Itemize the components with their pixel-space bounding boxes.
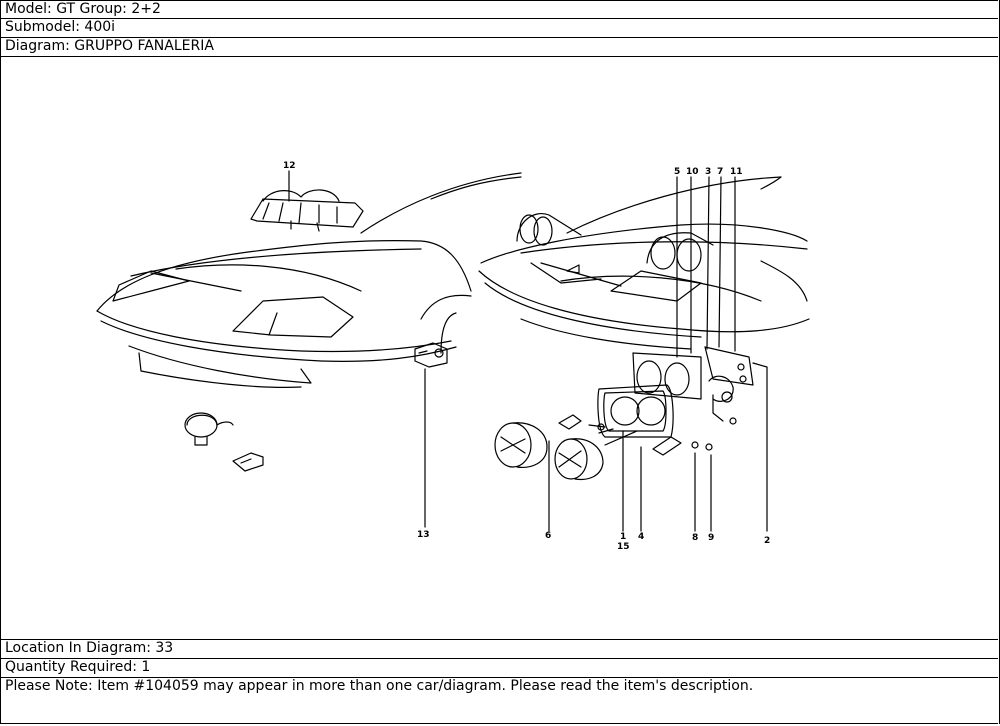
- callout-10: 10: [686, 167, 699, 177]
- callout-5: 5: [674, 167, 680, 177]
- parts-diagram: 12 13 5 10 3 7 11 6 1 15 4 8 9 2: [1, 56, 998, 639]
- callout-2: 2: [764, 536, 770, 546]
- callout-13: 13: [417, 530, 430, 540]
- model-line: Model: GT Group: 2+2: [1, 0, 998, 18]
- right-car-illustration: [478, 176, 810, 532]
- submodel-line: Submodel: 400i: [1, 18, 998, 37]
- location-line: Location In Diagram: 33: [1, 639, 998, 658]
- diagram-title: Diagram: GRUPPO FANALERIA: [1, 37, 998, 56]
- callout-8: 8: [692, 533, 698, 543]
- callout-15: 15: [617, 542, 630, 552]
- callout-3: 3: [705, 167, 711, 177]
- callout-12: 12: [283, 161, 296, 171]
- callout-4: 4: [638, 532, 644, 542]
- left-car-illustration: [96, 170, 522, 528]
- callout-1: 1: [620, 532, 626, 542]
- exploded-view-drawing: 12 13 5 10 3 7 11 6 1 15 4 8 9 2: [96, 161, 810, 552]
- note-line: Please Note: Item #104059 may appear in …: [1, 677, 998, 724]
- callout-6: 6: [545, 531, 551, 541]
- callout-7: 7: [717, 167, 723, 177]
- quantity-line: Quantity Required: 1: [1, 658, 998, 677]
- callout-11: 11: [730, 167, 743, 177]
- callout-9: 9: [708, 533, 714, 543]
- callout-labels: 12 13 5 10 3 7 11 6 1 15 4 8 9 2: [283, 161, 770, 552]
